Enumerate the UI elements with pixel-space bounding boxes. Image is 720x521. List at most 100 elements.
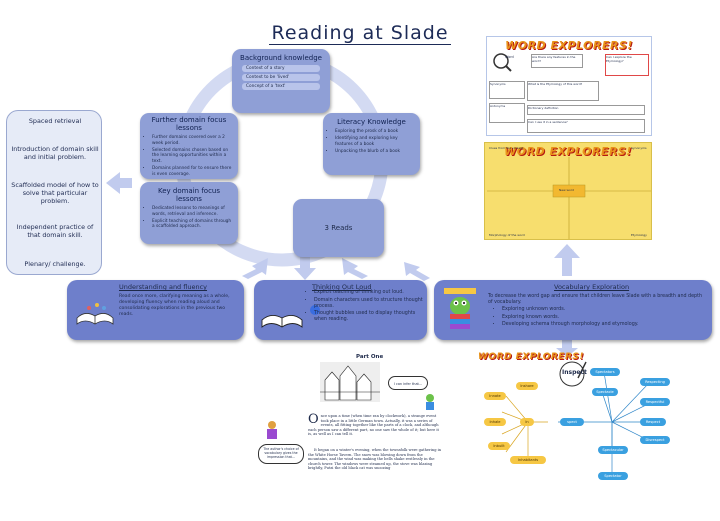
map-node-blue: Respect [640, 418, 666, 426]
map-node-yellow: Inhabitants [510, 456, 546, 464]
background-knowledge-card: Background knowledge Context of a story … [232, 49, 330, 113]
map-node-blue: spect [560, 418, 584, 426]
vocab-lead: To decrease the word gap and ensure that… [488, 294, 703, 305]
understanding-fluency-card: Understanding and fluency Read once more… [67, 280, 244, 340]
arrow-vocab-icon [404, 262, 430, 281]
key-item: Dedicated lessons to meanings of words, … [152, 206, 232, 217]
map-node-yellow: Inbuilt [488, 442, 510, 450]
magnifier-icon [493, 53, 512, 72]
map-node-yellow: Inhale [484, 418, 506, 426]
word-explorers-sheet-2: WORD EXPLORERS! Clues from the context S… [484, 142, 652, 240]
sheet1-definition: Dictionary definition [527, 105, 645, 115]
literacy-item: Unpacking the blurb of a book [335, 149, 414, 155]
sheet1-sentence: Can I use it in a sentence? [527, 119, 645, 133]
background-pill: Context of a story [242, 65, 320, 72]
thinking-item: Explicit teaching of thinking out loud. [314, 290, 424, 296]
sheet1-etymology: What is the Etymology of this word? [527, 81, 599, 101]
step-scaffolded-model: Scaffolded model of how to solve that pa… [11, 181, 99, 205]
arrow-down-icon [294, 255, 316, 280]
book-part-title: Part One [356, 354, 384, 360]
three-reads-title: 3 Reads [324, 224, 353, 232]
word-explorer-mascot-icon [444, 288, 476, 329]
step-introduction: Introduction of domain skill and initial… [11, 145, 99, 161]
step-spaced-retrieval: Spaced retrieval [28, 117, 82, 125]
word-explorers-sheet-1: WORD EXPLORERS! Word Are there any featu… [486, 36, 652, 136]
vocabulary-exploration-card: Vocabulary Exploration To decrease the w… [434, 280, 712, 340]
literacy-knowledge-card: Literacy Knowledge Exploring the prosk o… [323, 113, 420, 175]
key-item: Explicit teaching of domains through a s… [152, 219, 232, 230]
arrow-down-small-icon [556, 340, 578, 357]
word-map-center: Inspect [562, 369, 587, 376]
further-domain-title: Further domain focus lessons [151, 116, 227, 132]
map-node-blue: Respecting [640, 378, 670, 386]
map-node-blue: Spectacular [598, 446, 628, 454]
step-plenary: Plenary/ challenge. [24, 260, 86, 268]
town-illustration-icon [320, 362, 380, 402]
vocab-item: Exploring unknown words. [502, 307, 694, 313]
arrow-down-left-icon [242, 258, 268, 279]
three-reads-card: 3 Reads [293, 199, 384, 257]
character-icon [267, 421, 277, 439]
sheet2-etymology: Etymology [631, 233, 647, 237]
map-node-blue: Spectator [598, 472, 628, 480]
book-icon [261, 315, 303, 328]
understanding-title: Understanding and fluency [119, 283, 208, 291]
further-item: Selected domains chosen based on the lea… [152, 148, 232, 165]
word-explorers-heading: WORD EXPLORERS! [505, 39, 633, 52]
vocab-item: Developing schema through morphology and… [502, 322, 694, 328]
understanding-text: Read once more, clarifying meaning as a … [119, 294, 230, 317]
further-item: Domains planned for to ensure there is e… [152, 166, 232, 177]
sheet2-new-word: New word [559, 188, 574, 192]
map-node-yellow: In [520, 418, 534, 426]
literacy-item: Identifying and exploring key features o… [335, 136, 414, 147]
literacy-knowledge-title: Literacy Knowledge [337, 118, 406, 126]
thinking-title: Thinking Out Loud [312, 283, 372, 291]
arrow-down-right-icon [342, 258, 368, 279]
key-domain-card: Key domain focus lessons Dedicated lesso… [140, 182, 238, 244]
word-map: WORD EXPLORERS! Inspect Inshore Innate I… [478, 352, 718, 518]
sheet1-synonyms: Synonyms [489, 81, 525, 99]
thought-bubble-author: The author's choice of vocabulary gives … [258, 444, 304, 464]
vocab-title: Vocabulary Exploration [554, 283, 630, 291]
map-node-blue: Spectators [590, 368, 620, 376]
page-title: Reading at Slade [269, 22, 451, 45]
sheet1-etymology-q: Can I explore the Etymology? [605, 54, 649, 76]
vocab-item: Exploring known words. [502, 315, 694, 321]
background-pill: Context to be 'lived' [242, 74, 320, 81]
key-domain-title: Key domain focus lessons [157, 187, 221, 203]
map-node-blue: Spectacle [592, 388, 618, 396]
book-paragraph-2: It began on a winter's evening, when the… [308, 448, 442, 471]
character-dot-icon [310, 305, 320, 315]
sheet1-antonyms: Antonyms [489, 103, 525, 123]
thought-bubble-infer: I can infer that... [388, 376, 428, 390]
map-node-yellow: Inshore [516, 382, 538, 390]
further-domain-card: Further domain focus lessons Further dom… [140, 113, 238, 179]
open-book-icon [76, 303, 114, 325]
background-knowledge-title: Background knowledge [240, 54, 322, 62]
sheet1-features: Are there any features in the word? [531, 54, 583, 68]
background-pill: Concept of a 'text' [242, 83, 320, 90]
thinking-out-loud-card: Thinking Out Loud Explicit teaching of t… [254, 280, 427, 340]
word-map-heading: WORD EXPLORERS! [478, 352, 584, 362]
map-node-blue: Disrespect [640, 436, 670, 444]
sheet1-word: Word [505, 55, 514, 59]
quadrant-lines [487, 157, 651, 239]
thinking-item: Domain characters used to structure thou… [314, 298, 424, 310]
arrow-left-icon [106, 172, 132, 194]
step-independent-practice: Independent practice of that domain skil… [16, 223, 94, 239]
spaced-retrieval-panel: Spaced retrieval Introduction of domain … [6, 110, 102, 275]
character-icon [426, 394, 434, 410]
word-explorers-heading: WORD EXPLORERS! [504, 145, 632, 158]
map-node-blue: Respectful [640, 398, 670, 406]
further-item: Further domains covered over a 2 week pe… [152, 135, 232, 146]
word-map-lines [501, 361, 649, 476]
arrow-up-icon [554, 244, 580, 276]
thinking-item: Thought bubbles used to display thoughts… [314, 311, 424, 323]
sheet2-context: Clues from the context [489, 146, 524, 150]
sheet2-morphology: Morphology of the word [489, 233, 525, 237]
literacy-item: Exploring the prosk of a book [335, 129, 414, 135]
sheet2-synonyms: Synonyms [631, 146, 647, 150]
map-node-yellow: Innate [484, 392, 506, 400]
book-page: Part One I can infer that... The author'… [258, 348, 448, 518]
